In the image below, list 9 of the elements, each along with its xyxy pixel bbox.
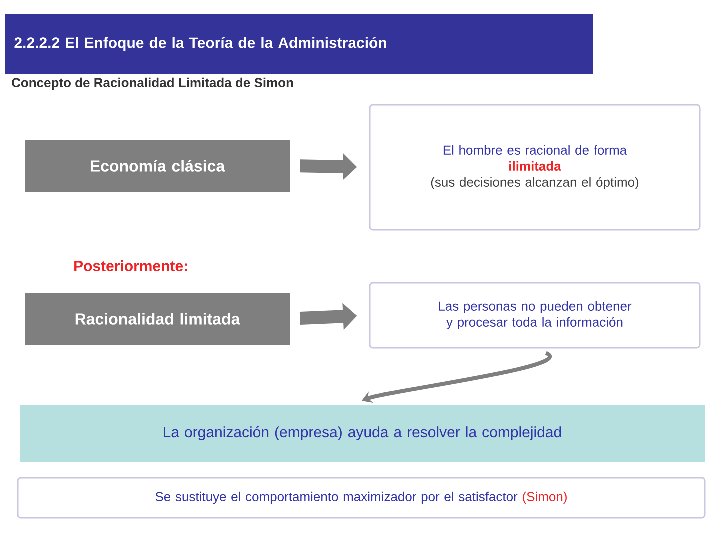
text-box: Se sustituye el comportamiento maximizador por el satisfactor (Simon) [17,477,706,519]
text-box: Las personas no pueden obtener y procesar toda la información [369,282,701,349]
result-banner: La organización (empresa) ayuda a resolver la complejidad [20,405,705,462]
process-box: Racionalidad limitada [25,292,290,345]
title-banner: 2.2.2.2 El Enfoque de la Teoría de la Administración [5,14,594,74]
text-box: El hombre es racional de forma ilimitada (sus decisiones alcanzan el óptimo) [369,104,701,231]
subtitle: Concepto de Racionalidad Limitada de Simon [12,78,294,90]
process-box: Economía clásica [25,140,290,192]
note-text: Posteriormente: [74,260,188,272]
